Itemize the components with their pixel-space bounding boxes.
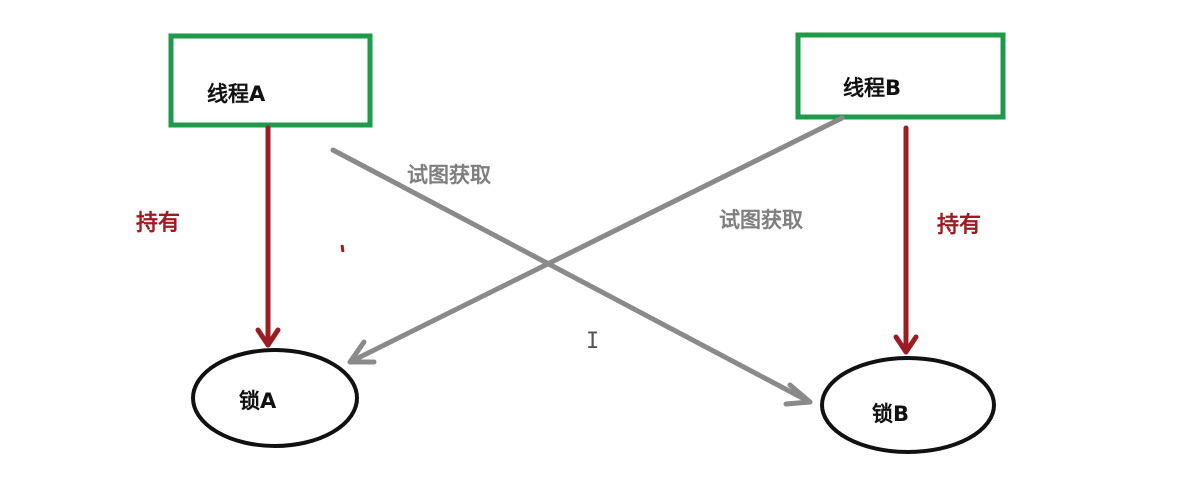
- thread-a-box: [168, 33, 373, 128]
- hold-a-label: 持有: [136, 211, 181, 236]
- thread-a-label: 线程A: [207, 82, 266, 106]
- hold-arrow-b: [893, 125, 919, 355]
- lock-a-ellipse: [191, 348, 359, 448]
- hold-b-label: 持有: [937, 213, 982, 238]
- try-b-to-a-label: 试图获取: [719, 208, 803, 232]
- try-a-to-b-label: 试图获取: [407, 163, 491, 187]
- stray-mark: [340, 244, 345, 253]
- text-cursor-icon: I: [586, 329, 600, 354]
- try-arrow-b-to-a: [347, 115, 845, 365]
- lock-a-label: 锁A: [239, 389, 277, 413]
- hold-arrow-a: [255, 125, 281, 348]
- thread-b-label: 线程B: [843, 76, 902, 100]
- try-arrow-a-to-b: [330, 147, 813, 407]
- lock-b-ellipse: [820, 356, 996, 454]
- thread-b-box: [795, 32, 1006, 120]
- lock-b-label: 锁B: [872, 402, 910, 426]
